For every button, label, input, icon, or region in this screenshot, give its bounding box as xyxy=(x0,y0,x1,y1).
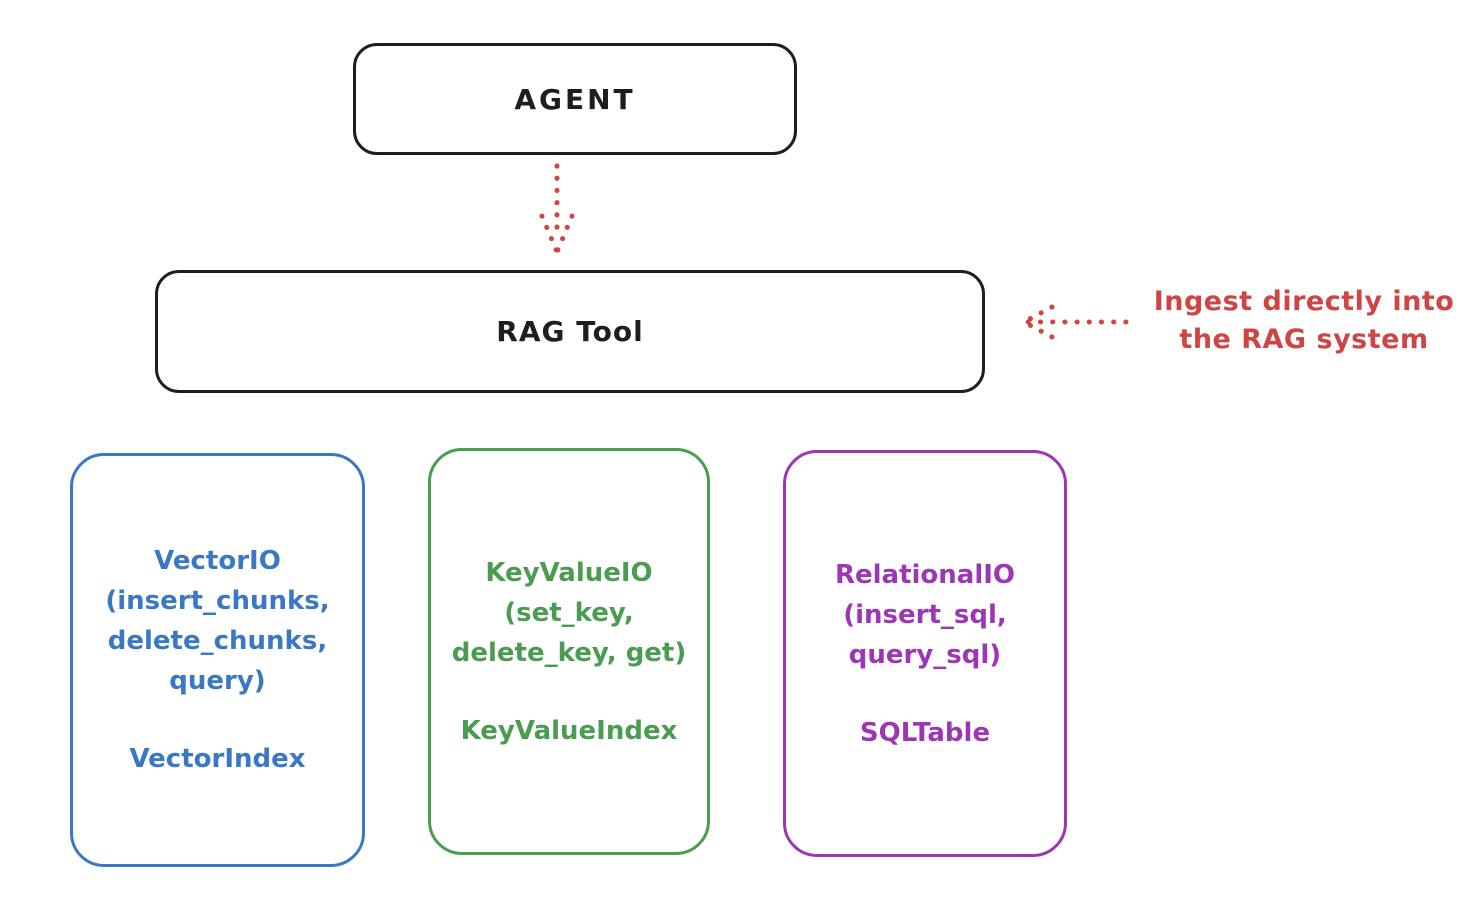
agent-node: AGENT xyxy=(353,43,797,155)
keyvalue-io-body: KeyValueIO (set_key, delete_key, get) xyxy=(451,557,687,668)
relational-io-box: RelationalIO (insert_sql, query_sql) SQL… xyxy=(783,450,1067,857)
relational-io-body: RelationalIO (insert_sql, query_sql) xyxy=(834,559,1016,670)
agent-label: AGENT xyxy=(514,82,636,116)
relational-io-footer: SQLTable xyxy=(859,717,991,748)
keyvalue-io-box: KeyValueIO (set_key, delete_key, get) Ke… xyxy=(428,448,710,855)
keyvalue-io-footer: KeyValueIndex xyxy=(460,715,678,746)
vector-io-box: VectorIO (insert_chunks, delete_chunks, … xyxy=(70,453,365,867)
ingest-annotation: Ingest directly into the RAG system xyxy=(1153,286,1455,355)
vector-io-footer: VectorIndex xyxy=(129,744,306,774)
rag-tool-node: RAG Tool xyxy=(155,270,985,393)
agent-to-ragtool-arrow-icon xyxy=(539,163,575,255)
rag-tool-label: RAG Tool xyxy=(496,315,644,348)
vector-io-body: VectorIO (insert_chunks, delete_chunks, … xyxy=(105,546,330,696)
ingest-arrow-icon xyxy=(1021,304,1129,340)
